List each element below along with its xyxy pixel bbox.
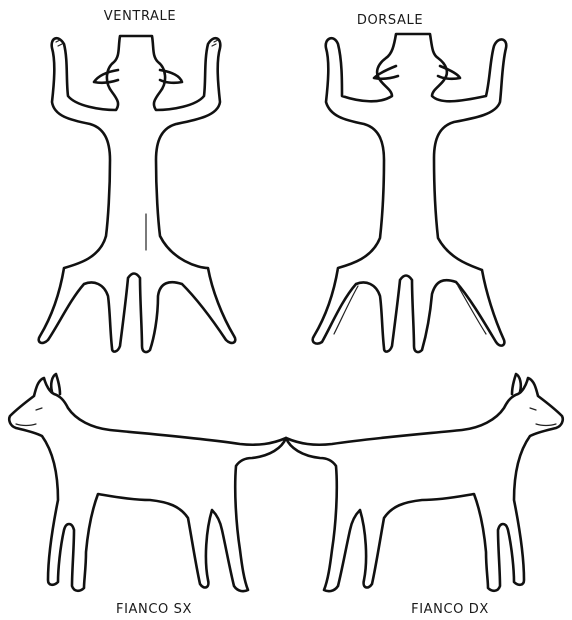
dorsal-dog-outline bbox=[313, 34, 507, 352]
ventral-view-label: VENTRALE bbox=[70, 9, 210, 24]
dorsal-view-label: DORSALE bbox=[320, 13, 460, 28]
left-side-dog-outline bbox=[9, 374, 286, 591]
right-side-view-label: FIANCO DX bbox=[380, 602, 520, 617]
right-side-dog-outline bbox=[286, 374, 563, 591]
left-side-view-label: FIANCO SX bbox=[84, 602, 224, 617]
ventral-dog-outline bbox=[39, 36, 236, 352]
